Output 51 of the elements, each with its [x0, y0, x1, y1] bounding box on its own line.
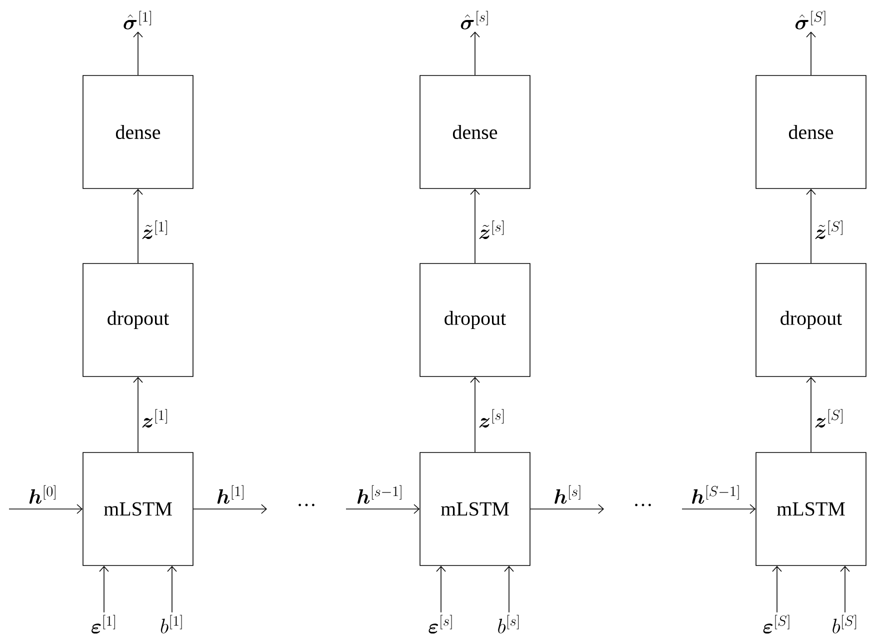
arrow	[8, 504, 83, 514]
arrow	[193, 504, 267, 514]
layer-box: dense	[420, 75, 530, 189]
arrow	[133, 188, 143, 264]
edge-label: $\boldsymbol{z}^{[s]}$	[479, 409, 504, 428]
edge-label: $\boldsymbol{h}^{[S-1]}$	[692, 485, 739, 504]
arrow	[346, 504, 420, 514]
input-label: $b^{[1]}$	[160, 614, 182, 634]
layer-box: mLSTM	[420, 452, 530, 566]
input-label: $\boldsymbol{\varepsilon}^{[1]}$	[92, 614, 115, 634]
edge-label: $\tilde{\boldsymbol{z}}^{[S]}$	[815, 220, 842, 240]
input-label: $\boldsymbol{\varepsilon}^{[S]}$	[763, 614, 790, 634]
edge-label: $\boldsymbol{z}^{[1]}$	[142, 409, 167, 428]
arrow	[530, 504, 604, 514]
layer-box: dense	[756, 75, 866, 189]
arrow	[806, 188, 816, 264]
arrow	[133, 376, 143, 452]
arrow	[133, 32, 143, 76]
edge-label: $\boldsymbol{h}^{[0]}$	[29, 485, 56, 504]
ellipsis: …	[635, 504, 651, 506]
edge-label: $\boldsymbol{h}^{[s-1]}$	[358, 485, 402, 504]
arrow	[772, 566, 782, 613]
layer-box: dropout	[420, 263, 530, 377]
arrow	[167, 566, 177, 613]
edge-label: $\boldsymbol{h}^{[s]}$	[554, 485, 580, 504]
output-label: $\hat{\boldsymbol{\sigma}}^{[S]}$	[795, 10, 826, 30]
layer-box: dense	[82, 75, 194, 189]
input-label: $b^{[s]}$	[498, 614, 519, 634]
arrow	[840, 566, 850, 613]
arrow	[682, 504, 756, 514]
input-label: $b^{[S]}$	[832, 614, 856, 634]
arrow	[470, 32, 480, 76]
arrow	[470, 188, 480, 264]
output-label: $\hat{\boldsymbol{\sigma}}^{[1]}$	[124, 10, 151, 30]
arrow	[470, 376, 480, 452]
layer-box: mLSTM	[756, 452, 866, 566]
edge-label: $\tilde{\boldsymbol{z}}^{[s]}$	[479, 220, 504, 240]
edge-label: $\boldsymbol{h}^{[1]}$	[217, 485, 244, 504]
arrow	[99, 566, 109, 613]
edge-label: $\boldsymbol{z}^{[S]}$	[815, 409, 842, 428]
layer-box: dropout	[82, 263, 194, 377]
layer-box: dropout	[756, 263, 866, 377]
arrow	[806, 32, 816, 76]
arrow	[436, 566, 446, 613]
layer-box: mLSTM	[82, 452, 194, 566]
input-label: $\boldsymbol{\varepsilon}^{[s]}$	[428, 614, 452, 634]
edge-label: $\tilde{\boldsymbol{z}}^{[1]}$	[142, 220, 167, 240]
output-label: $\hat{\boldsymbol{\sigma}}^{[s]}$	[460, 10, 488, 30]
arrow	[504, 566, 514, 613]
ellipsis: …	[298, 504, 314, 506]
arrow	[806, 376, 816, 452]
